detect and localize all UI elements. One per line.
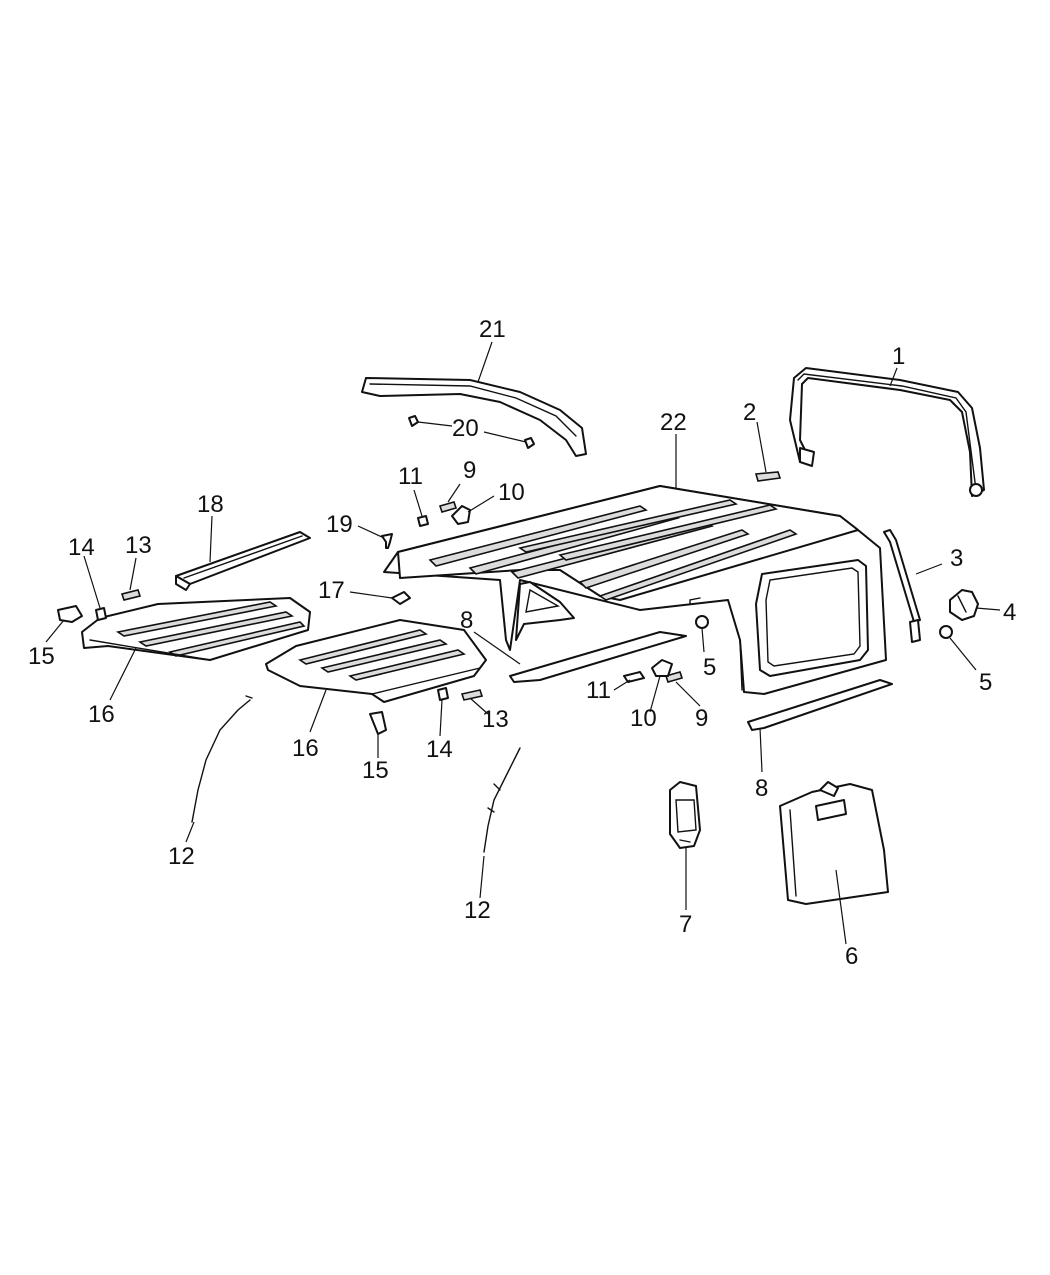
part-16-left-roof-panel bbox=[81, 597, 311, 661]
callout-15: 15 bbox=[28, 643, 55, 670]
callout-10: 10 bbox=[498, 479, 525, 506]
callout-16: 16 bbox=[88, 701, 115, 728]
leader-lines bbox=[45, 341, 1001, 945]
part-12-harnesses bbox=[191, 695, 521, 853]
part-9-10-11-small-parts bbox=[417, 501, 684, 683]
part-7-bracket bbox=[669, 781, 701, 849]
callout-19: 19 bbox=[326, 511, 353, 538]
part-8-rails bbox=[509, 631, 893, 731]
callout-labels: 1 2 3 4 5 5 6 7 8 8 9 9 10 10 11 11 12 1… bbox=[28, 316, 1016, 970]
part-13-14-15-small-parts bbox=[57, 589, 484, 735]
callout-6: 6 bbox=[845, 943, 858, 970]
callout-11: 11 bbox=[586, 677, 611, 704]
callout-10: 10 bbox=[630, 705, 657, 732]
callout-16: 16 bbox=[292, 735, 319, 762]
part-4-latch bbox=[949, 589, 979, 621]
callout-2: 2 bbox=[743, 399, 756, 426]
callout-5: 5 bbox=[703, 654, 716, 681]
callout-17: 17 bbox=[318, 577, 345, 604]
part-22-hard-top bbox=[383, 485, 887, 695]
callout-3: 3 bbox=[950, 545, 963, 572]
callout-21: 21 bbox=[479, 316, 506, 343]
callout-1: 1 bbox=[892, 343, 905, 370]
callout-9: 9 bbox=[695, 705, 708, 732]
part-16-right-roof-panel bbox=[265, 619, 487, 703]
callout-12: 12 bbox=[168, 843, 195, 870]
part-2-handle bbox=[754, 471, 782, 482]
part-19-bolt bbox=[381, 533, 393, 549]
callout-4: 4 bbox=[1003, 599, 1016, 626]
callout-12: 12 bbox=[464, 897, 491, 924]
callout-22: 22 bbox=[660, 409, 687, 436]
part-6-storage-bag bbox=[779, 781, 889, 905]
callout-9: 9 bbox=[463, 457, 476, 484]
callout-20: 20 bbox=[452, 415, 479, 442]
callout-8: 8 bbox=[755, 775, 768, 802]
callout-7: 7 bbox=[679, 911, 692, 938]
callout-13: 13 bbox=[125, 532, 152, 559]
callout-5: 5 bbox=[979, 669, 992, 696]
callout-13: 13 bbox=[482, 706, 509, 733]
callout-18: 18 bbox=[197, 491, 224, 518]
callout-8: 8 bbox=[460, 607, 473, 634]
part-18-trim bbox=[175, 531, 311, 591]
part-17-clip bbox=[391, 591, 411, 605]
callout-11: 11 bbox=[398, 463, 423, 490]
part-3-strut bbox=[883, 529, 921, 643]
callout-14: 14 bbox=[426, 736, 453, 763]
callout-15: 15 bbox=[362, 757, 389, 784]
part-1-rear-seal bbox=[789, 367, 985, 497]
callout-14: 14 bbox=[68, 534, 95, 561]
